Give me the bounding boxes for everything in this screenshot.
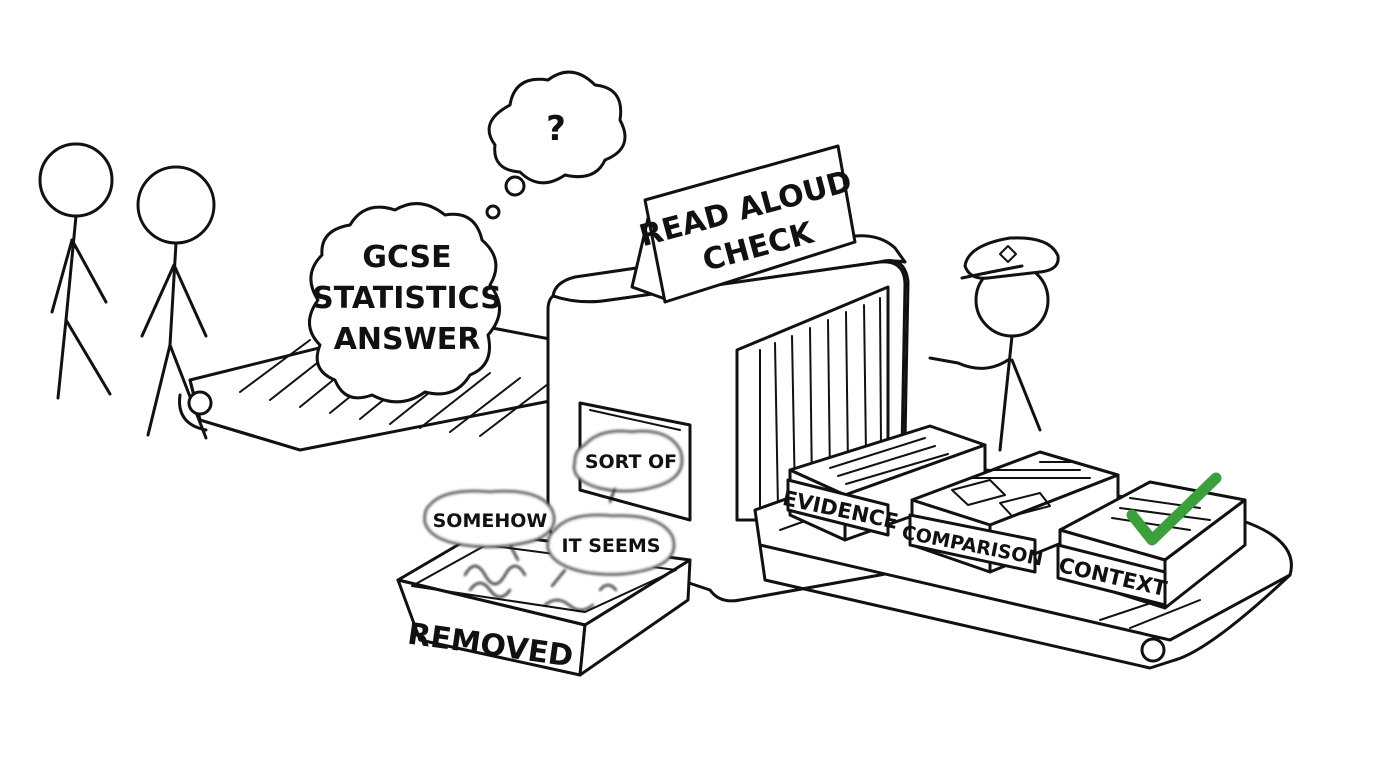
input-cloud-line-2: STATISTICS [312, 281, 502, 316]
phrase-sort-of: SORT OF [585, 451, 677, 473]
box-context: CONTEXT [1056, 472, 1247, 610]
input-cloud-line-1: GCSE [362, 240, 451, 275]
removed-phrase-sort-of [572, 429, 684, 503]
stick-figure-right [136, 165, 216, 440]
input-cloud-line-3: ANSWER [334, 322, 481, 357]
phrase-somehow: SOMEHOW [433, 510, 548, 532]
checkmark-icon [1126, 472, 1222, 546]
thought-question-mark: ? [546, 109, 566, 149]
box-evidence: EVIDENCE [780, 424, 987, 542]
scribble-icon [464, 565, 617, 611]
stick-figure-guard [928, 236, 1060, 452]
removed-phrase-it-seems [546, 513, 676, 587]
removed-phrase-somehow [423, 489, 556, 561]
box-comparison: COMPARISON [900, 450, 1120, 574]
phrase-it-seems: IT SEEMS [562, 535, 661, 557]
thought-bubble: ? [485, 70, 627, 220]
input-cloud: GCSE STATISTICS ANSWER [308, 202, 502, 404]
stick-figure-left [38, 142, 114, 400]
